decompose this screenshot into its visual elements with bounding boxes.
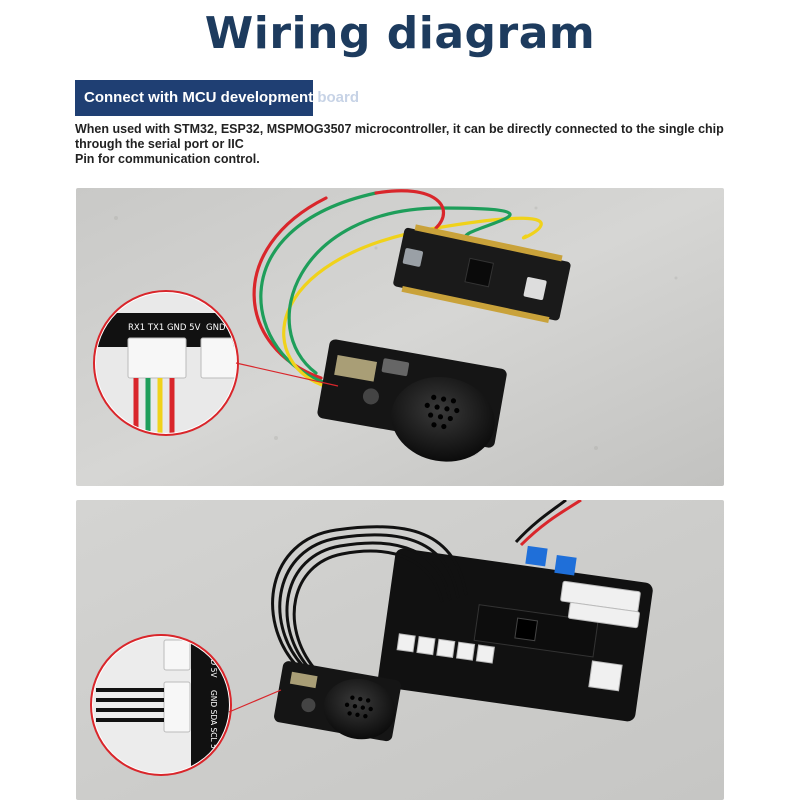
page-title: Wiring diagram (204, 8, 596, 59)
pin-labels-a: GND 5V (209, 648, 218, 678)
description-line-3: Pin for communication control. (75, 152, 260, 166)
wiring-photo-stm32: RX1 TX1 GND 5V GND 3. (76, 188, 724, 486)
description-line-1: When used with STM32, ESP32, MSPMOG3507 … (75, 122, 724, 136)
connector-zoom-callout: GND 5V GND SDA SCL 5V (90, 634, 282, 776)
connector-zoom-callout: RX1 TX1 GND 5V GND 3. (93, 290, 339, 436)
pin-labels-b: GND SDA SCL 5V (209, 690, 218, 755)
description: When used with STM32, ESP32, MSPMOG3507 … (75, 122, 735, 167)
power-wires (514, 500, 582, 547)
section-banner (75, 80, 313, 116)
speaker-module (317, 339, 507, 462)
mcu-board (393, 224, 571, 323)
speaker-module (274, 661, 402, 742)
sensor-cable (271, 525, 468, 669)
pin-labels-2: GND 3. (206, 323, 236, 333)
wiring-photo-expansion-board: GND 5V GND SDA SCL 5V (76, 500, 724, 800)
section-banner-label: Connect with MCU development board (84, 89, 360, 106)
pin-labels: RX1 TX1 GND 5V (128, 323, 201, 333)
jumper-wires (252, 189, 543, 390)
description-line-2: through the serial port or IIC (75, 137, 244, 151)
